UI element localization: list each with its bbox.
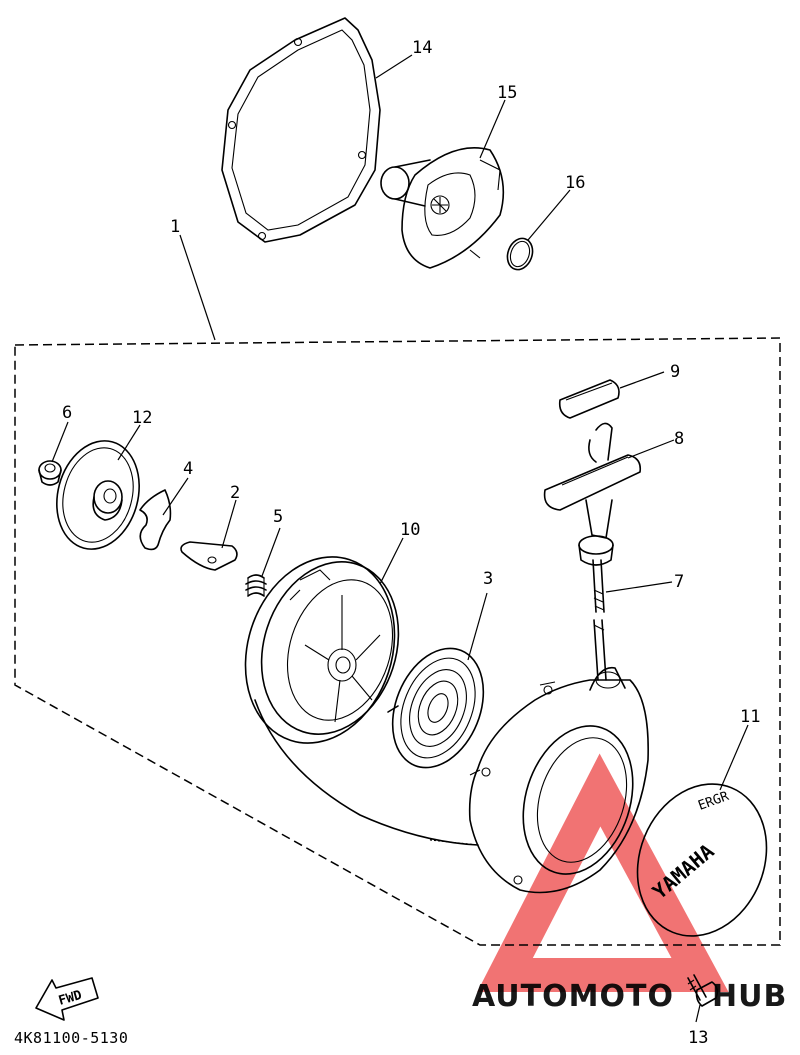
callout-2: 2	[230, 483, 240, 503]
callout-3: 3	[483, 569, 493, 589]
callout-13: 13	[688, 1028, 708, 1048]
watermark-logo: AUTOMOTO HUB	[472, 979, 787, 1014]
part-12-plate	[56, 440, 140, 550]
callout-7: 7	[674, 572, 684, 592]
part-8-handle	[543, 422, 642, 566]
starter-case	[468, 666, 649, 894]
watermark-text-part1: AUTOMOTO	[472, 979, 674, 1014]
part-10-sheave-drum	[244, 556, 400, 744]
part-13-bolt	[687, 974, 719, 1007]
diagram-code: 4K81100-5130	[14, 1029, 128, 1047]
callout-8: 8	[674, 429, 684, 449]
starter-rope	[254, 699, 479, 846]
part-2-pawl	[180, 541, 238, 571]
watermark-triangle-icon	[477, 753, 729, 992]
part-7-rope	[592, 559, 607, 681]
callout-6: 6	[62, 403, 72, 423]
part-5-spring	[245, 574, 267, 597]
callout-1: 1	[170, 217, 180, 237]
part-14-gasket	[221, 17, 381, 243]
callout-12: 12	[132, 408, 152, 428]
cover-small-text: ERGR	[696, 789, 731, 814]
leader-lines	[51, 54, 749, 1023]
part-6-nut	[38, 460, 62, 486]
callout-14: 14	[412, 38, 432, 58]
assembly-boundary	[14, 337, 781, 946]
part-15-pulley	[380, 147, 505, 269]
callouts: 1 2 3 4 5 6 7 8 9 10 11 12 13 14 15 16	[62, 38, 760, 1048]
callout-9: 9	[670, 362, 680, 382]
callout-10: 10	[400, 520, 420, 540]
part-9-cap	[558, 379, 620, 419]
watermark-text-part2: HUB	[712, 979, 787, 1014]
callout-15: 15	[497, 83, 517, 103]
callout-11: 11	[740, 707, 760, 727]
fwd-label: FWD	[57, 988, 84, 1009]
callout-4: 4	[183, 459, 193, 479]
part-16-o-ring	[506, 237, 534, 271]
part-3-recoil-spring	[387, 647, 485, 769]
callout-16: 16	[565, 173, 585, 193]
fwd-arrow-icon: FWD	[35, 977, 99, 1021]
callout-5: 5	[273, 507, 283, 527]
part-4-spring-clip	[139, 489, 172, 551]
